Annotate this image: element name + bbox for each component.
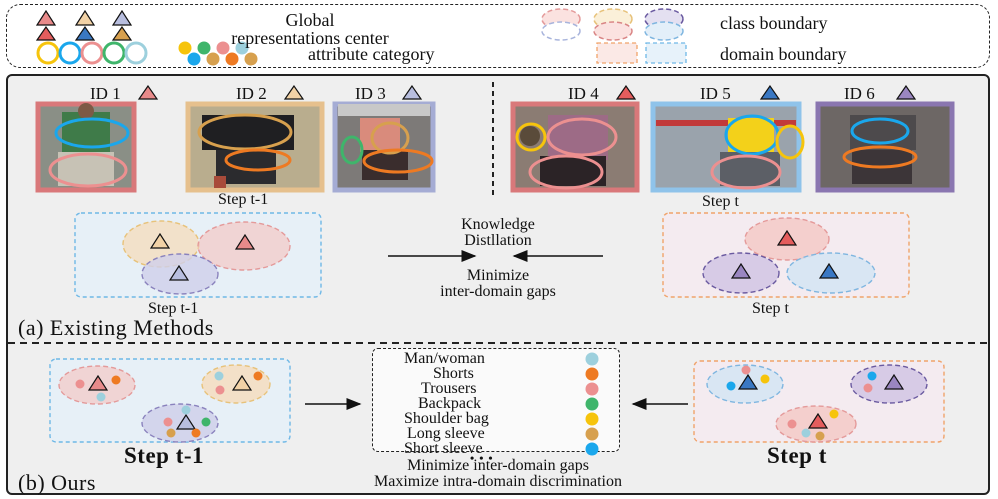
triangle-icon xyxy=(776,229,798,246)
id-label: ID 2 xyxy=(236,84,267,103)
legend-box xyxy=(6,4,990,68)
legend-domain-label: domain boundary xyxy=(720,44,847,64)
triangle-icon xyxy=(883,373,905,390)
triangle-icon xyxy=(231,374,253,391)
id-label: ID 5 xyxy=(700,84,731,103)
step-label-ours-prev: Step t-1 xyxy=(124,443,205,468)
person-photo-id2 xyxy=(185,101,325,193)
triangle-icon xyxy=(730,262,752,279)
triangle-icon xyxy=(111,25,133,41)
step-label-photos-cur: Step t xyxy=(702,193,739,210)
legend-global-line2: representations center xyxy=(231,28,389,48)
knowledge-distillation-line1: Knowledge xyxy=(461,216,535,233)
attribute-dots xyxy=(75,371,263,438)
triangle-icon xyxy=(111,9,133,26)
attribute-item: Shorts xyxy=(433,365,474,382)
section-label-ours: (b) Ours xyxy=(18,470,96,495)
step-label-photos-prev: Step t-1 xyxy=(218,191,269,208)
attribute-item: Shoulder bag xyxy=(404,410,489,427)
knowledge-distillation-line2: Distllation xyxy=(464,232,532,249)
triangle-icon xyxy=(401,84,423,100)
bottom-text-line1: Minimize inter-domain gaps xyxy=(407,457,589,474)
section-label-existing: (a) Existing Methods xyxy=(18,315,214,340)
triangle-icon xyxy=(807,412,829,429)
triangle-icon xyxy=(895,84,917,100)
domain-boundary-icon xyxy=(596,42,638,64)
legend-class-label: class boundary xyxy=(720,13,828,33)
ellipsis: • • • xyxy=(470,451,494,465)
attribute-item: Long sleeve xyxy=(407,425,485,442)
bottom-text-line2: Maximize intra-domain discrimination xyxy=(374,473,622,490)
triangle-icon xyxy=(74,25,96,41)
legend-attribute-label: attribute category xyxy=(308,44,435,64)
attribute-item: Man/woman xyxy=(404,350,485,367)
attribute-item: Trousers xyxy=(421,380,477,397)
triangle-icon xyxy=(149,232,171,249)
triangle-icon xyxy=(168,264,190,281)
rings-icon xyxy=(36,41,148,65)
triangle-icon xyxy=(74,9,96,26)
attribute-list-box xyxy=(372,348,620,452)
person-photo-id3 xyxy=(332,101,436,193)
person-photo-id1 xyxy=(35,101,137,193)
legend-global-line1: Global xyxy=(285,10,335,30)
triangle-icon xyxy=(137,84,159,100)
id-label: ID 3 xyxy=(355,84,386,103)
person-photo-id4 xyxy=(510,101,640,193)
step-label-domain-prev: Step t-1 xyxy=(148,300,199,317)
triangle-icon xyxy=(87,374,109,391)
domain-boundary-icon xyxy=(645,42,687,64)
minimize-line1: Minimize xyxy=(466,267,530,284)
id-label: ID 4 xyxy=(568,84,599,103)
person-photo-id6 xyxy=(815,101,955,193)
triangle-icon xyxy=(283,84,305,100)
step-label-ours-cur: Step t xyxy=(767,443,827,468)
id-label: ID 1 xyxy=(90,84,121,103)
triangle-icon xyxy=(615,84,637,100)
attribute-item: Backpack xyxy=(418,395,482,412)
person-photo-id5 xyxy=(650,101,805,193)
attribute-dots xyxy=(726,365,877,441)
triangle-icon xyxy=(737,373,759,390)
step-label-domain-cur: Step t xyxy=(752,300,789,317)
id-label: ID 6 xyxy=(844,84,875,103)
triangle-icon xyxy=(35,9,57,26)
triangle-icon xyxy=(35,25,57,41)
triangle-icon xyxy=(175,413,197,430)
triangle-icon xyxy=(234,233,256,250)
class-boundary-icons xyxy=(541,8,684,41)
minimize-line2: inter-domain gaps xyxy=(440,283,556,300)
attribute-item: Short sleeve xyxy=(404,440,483,457)
triangle-icon xyxy=(759,84,781,100)
attribute-dots xyxy=(178,41,258,66)
triangle-icon xyxy=(818,262,840,279)
